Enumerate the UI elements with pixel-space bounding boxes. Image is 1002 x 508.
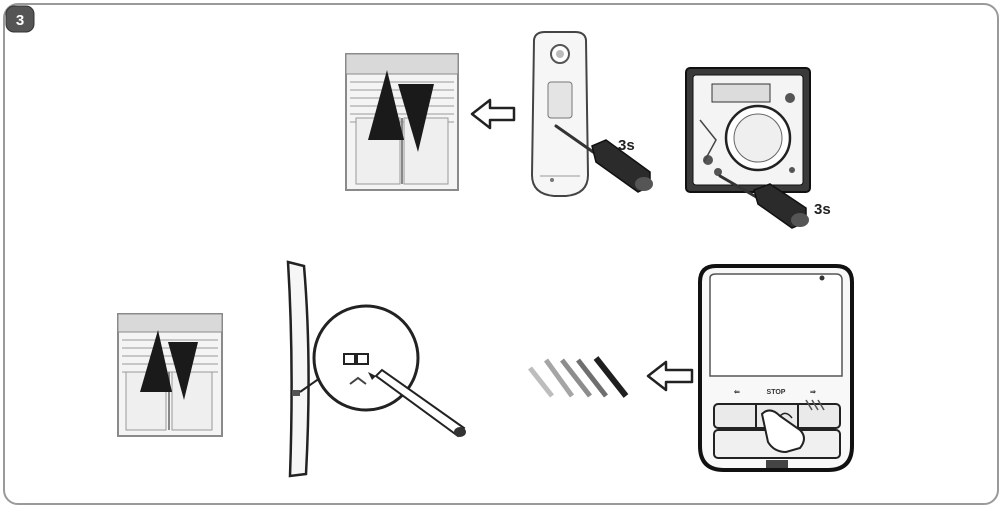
- window-shutter-top: [346, 54, 458, 190]
- receiver-unit-open: [686, 68, 810, 192]
- up-arrow-label: ⇐: [734, 389, 740, 396]
- led-indicator: [820, 276, 825, 281]
- stop-button-label: STOP: [767, 389, 786, 396]
- down-arrow-label: ⇒: [810, 389, 816, 396]
- handheld-remote: [532, 32, 588, 196]
- hold-time-label-top-middle: 3s: [618, 137, 635, 154]
- window-shutter-bottom: [118, 314, 222, 436]
- step-badge: 3: [6, 6, 34, 32]
- step-number: 3: [16, 12, 24, 29]
- hold-time-label-top-right: 3s: [814, 201, 831, 218]
- device-side-view: [288, 262, 309, 476]
